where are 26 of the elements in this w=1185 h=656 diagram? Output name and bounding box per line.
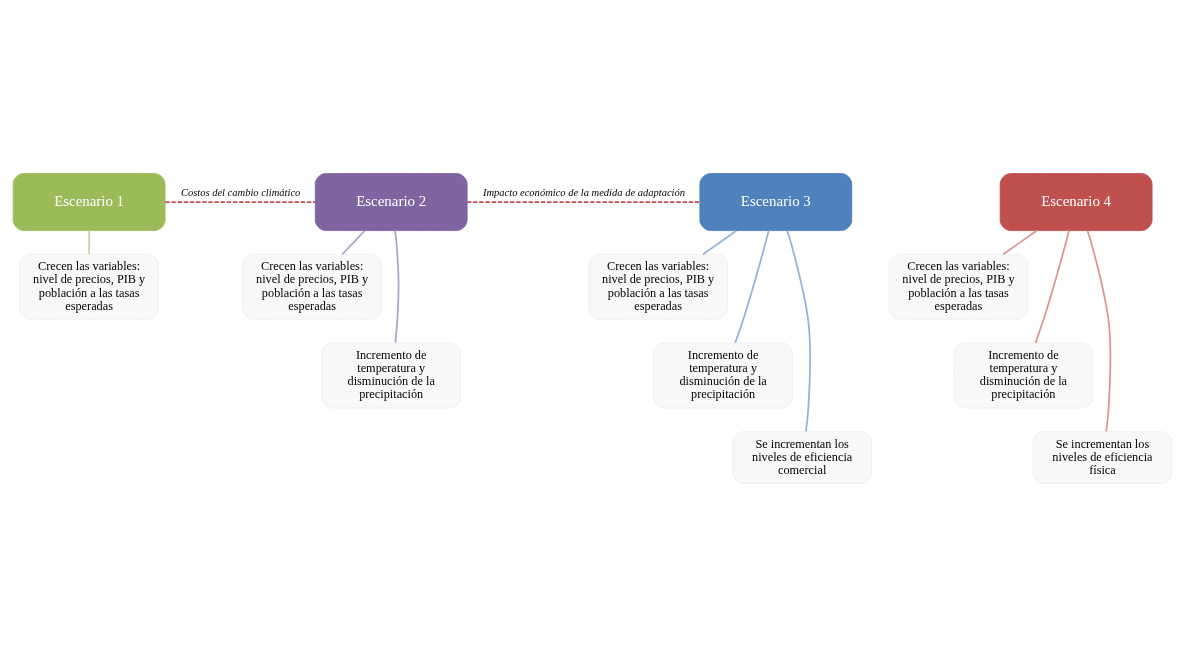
connector <box>1002 229 1038 255</box>
edge-label: Costos del cambio climático <box>180 186 301 198</box>
node-box: Crecen las variables: nivel de precios, PIB y población a las tasas esperadas <box>19 253 159 320</box>
node-box: Escenario 3 <box>699 172 853 231</box>
node-box: Incremento de temperatura y disminución de la precipitación <box>321 342 461 408</box>
connector <box>1034 229 1070 344</box>
connector <box>1086 229 1112 432</box>
connector <box>394 229 400 344</box>
connector <box>702 229 738 255</box>
node-box: Crecen las variables: nivel de precios, PIB y población a las tasas esperadas <box>588 253 728 320</box>
connector <box>164 200 316 203</box>
node-box: Incremento de temperatura y disminución de la precipitación <box>953 342 1094 408</box>
node-box: Se incrementan los niveles de eficiencia física <box>1032 430 1173 484</box>
connector <box>88 229 90 255</box>
connector <box>734 229 770 344</box>
edge-label: Impacto económico de la medida de adaptación <box>482 186 686 198</box>
node-box: Crecen las variables: nivel de precios, PIB y población a las tasas esperadas <box>242 253 382 320</box>
node-box: Escenario 2 <box>314 172 468 231</box>
node-box: Escenario 4 <box>999 172 1153 231</box>
node-box: Incremento de temperatura y disminución de la precipitación <box>653 342 793 408</box>
connector <box>786 229 812 432</box>
node-box: Se incrementan los niveles de eficiencia comercial <box>732 430 872 484</box>
node-box: Crecen las variables: nivel de precios, PIB y población a las tasas esperadas <box>888 253 1029 320</box>
node-box: Escenario 1 <box>12 172 166 231</box>
connector <box>341 229 366 255</box>
connector <box>466 200 701 203</box>
